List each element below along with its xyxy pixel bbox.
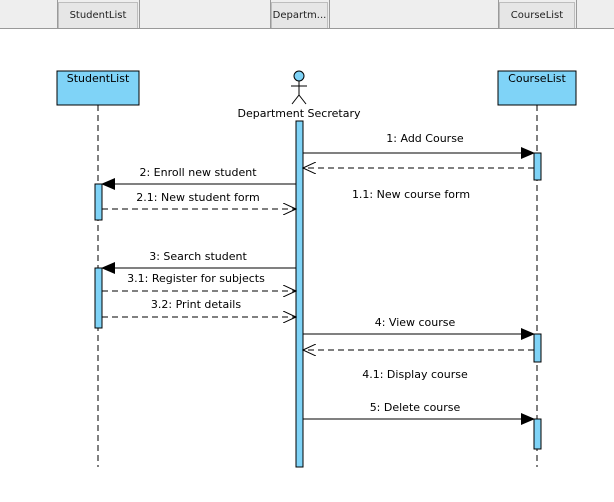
toolbar-separator <box>498 0 499 29</box>
message-1-1-new-course-form[interactable]: 1.1: New course form <box>303 168 534 201</box>
message-3-1-register-for-subjects[interactable]: 3.1: Register for subjects <box>102 272 296 291</box>
toolbar-separator <box>57 0 58 29</box>
message-label: 3.1: Register for subjects <box>127 272 265 285</box>
participant-label: StudentList <box>67 72 130 85</box>
activation-bar <box>533 333 542 363</box>
activation-bar <box>295 120 304 468</box>
message-4-1-display-course[interactable]: 4.1: Display course <box>303 350 534 381</box>
toolbar: StudentList Departm... CourseList <box>0 0 614 29</box>
toolbar-separator <box>139 0 140 29</box>
message-label: 1: Add Course <box>386 132 464 145</box>
toolbar-separator <box>576 0 577 29</box>
message-1-add-course[interactable]: 1: Add Course <box>303 132 535 159</box>
participant-label: CourseList <box>508 72 566 85</box>
message-label: 3.2: Print details <box>151 298 241 311</box>
message-label: 1.1: New course form <box>352 188 470 201</box>
tab-studentlist[interactable]: StudentList <box>58 2 138 28</box>
activation-bar <box>533 152 542 181</box>
actor-label: Department Secretary <box>238 107 361 120</box>
message-5-delete-course[interactable]: 5: Delete course <box>303 401 535 425</box>
toolbar-separator <box>329 0 330 29</box>
message-2-1-new-student-form[interactable]: 2.1: New student form <box>102 191 296 209</box>
toolbar-separator <box>270 0 271 29</box>
message-label: 2.1: New student form <box>136 191 259 204</box>
message-label: 3: Search student <box>149 250 247 263</box>
message-3-2-print-details[interactable]: 3.2: Print details <box>102 298 296 317</box>
actor-figure-icon <box>291 70 307 105</box>
activation-bar <box>94 183 103 221</box>
activation-bar <box>94 267 103 329</box>
tab-department-secretary[interactable]: Departm... <box>271 2 328 28</box>
participant-studentlist[interactable]: StudentList <box>56 70 140 106</box>
message-label: 4: View course <box>375 316 456 329</box>
message-4-view-course[interactable]: 4: View course <box>303 316 535 340</box>
participant-courselist[interactable]: CourseList <box>497 70 577 106</box>
message-label: 4.1: Display course <box>362 368 468 381</box>
actor-department-secretary[interactable]: Department Secretary <box>238 70 361 120</box>
tab-courselist[interactable]: CourseList <box>499 2 575 28</box>
message-label: 5: Delete course <box>370 401 461 414</box>
participant-box <box>497 70 577 106</box>
activation-bar <box>533 418 542 450</box>
message-3-search-student[interactable]: 3: Search student <box>101 250 296 274</box>
message-2-enroll-new-student[interactable]: 2: Enroll new student <box>101 166 296 190</box>
message-label: 2: Enroll new student <box>139 166 257 179</box>
participant-box <box>56 70 140 106</box>
